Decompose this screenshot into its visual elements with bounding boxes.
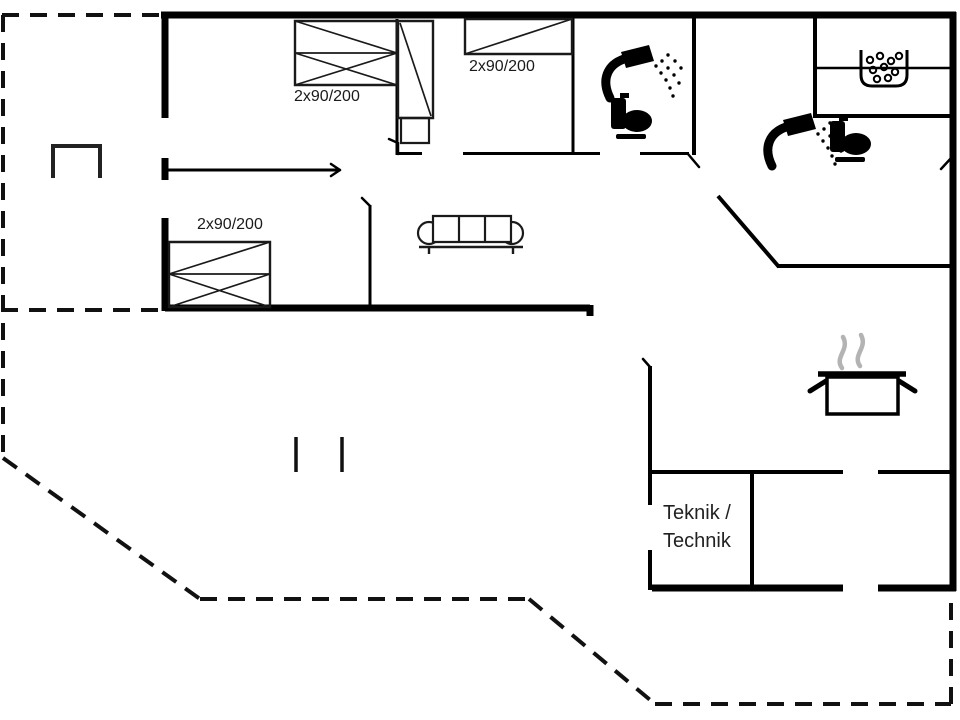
- double-bed-icon: [293, 19, 399, 87]
- steam-icon: [837, 332, 865, 371]
- bed-size-label: 2x90/200: [197, 216, 263, 233]
- bed-size-label: 2x90/200: [469, 58, 535, 75]
- technik-room-label: Teknik /: [663, 502, 731, 524]
- interior-walls: [168, 15, 953, 590]
- whirlpool-tub-icon: [859, 50, 909, 88]
- door-swing-marks: [329, 137, 955, 369]
- step-marks: [294, 437, 344, 472]
- wardrobe-icon: [396, 19, 435, 145]
- technik-room-label: Technik: [663, 530, 731, 552]
- double-bed-icon: [463, 17, 574, 56]
- terrace-outline: [1, 13, 953, 706]
- toilet-icon: [830, 116, 871, 162]
- sofa-icon: [416, 214, 525, 254]
- cooking-pot-icon: [807, 332, 918, 416]
- double-bed-icon: [167, 240, 272, 309]
- terrace-bench-icon: [51, 144, 102, 178]
- toilet-icon: [611, 93, 652, 139]
- shower-icon: [601, 45, 683, 103]
- exterior-walls: [161, 11, 957, 592]
- bed-size-label: 2x90/200: [294, 88, 360, 105]
